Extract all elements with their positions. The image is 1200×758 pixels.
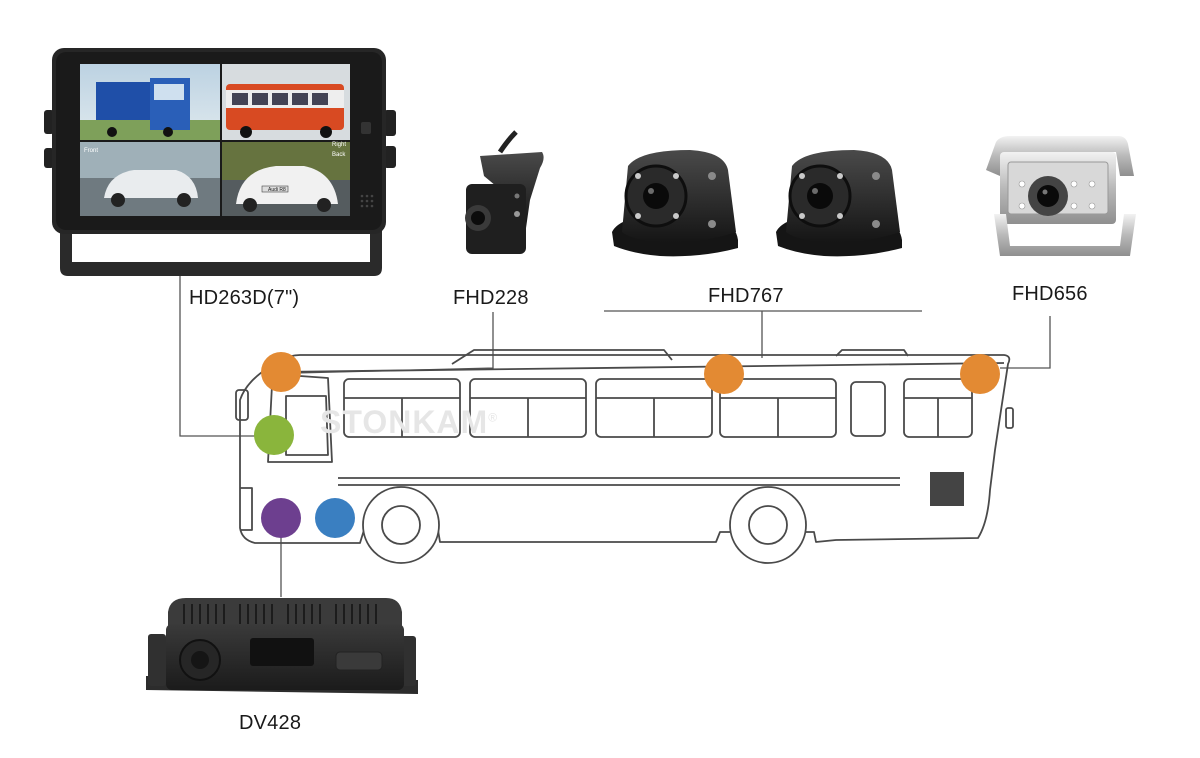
fhd228-lens <box>471 211 485 225</box>
fhd228-line <box>295 312 494 374</box>
bus-roof-line <box>275 362 1005 373</box>
fhd656-lens <box>1037 185 1059 207</box>
bus-windows <box>343 378 973 438</box>
fhd228-cable <box>497 130 518 154</box>
fhd656-label: FHD656 <box>1012 283 1088 305</box>
monitor-device: Front Right Back Audi R8 <box>44 48 396 276</box>
monitor-right-overlay: Right <box>332 142 346 148</box>
fhd767-camera-left <box>612 150 738 257</box>
dvr-display-window <box>250 638 314 666</box>
monitor-label: HD263D(7") <box>189 287 300 309</box>
fhd656-camera <box>986 136 1136 256</box>
side-camera-dot <box>704 354 744 394</box>
fhd767-camera-right <box>776 150 902 257</box>
fhd228-housing <box>466 184 526 254</box>
monitor-screen: Front Right Back Audi R8 <box>80 64 350 216</box>
connector-lines <box>179 272 1051 597</box>
bus-body <box>239 354 1011 544</box>
blue-dot <box>315 498 355 538</box>
monitor-speaker <box>360 194 374 208</box>
bus-bumper <box>240 487 253 531</box>
monitor-front-overlay: Front <box>84 148 98 154</box>
monitor-stand <box>60 225 382 276</box>
bus-wheels <box>362 486 807 564</box>
dvr-port-cover <box>335 651 383 671</box>
dvr-dot <box>261 498 301 538</box>
fhd228-label: FHD228 <box>453 287 529 309</box>
monitor-back-overlay: Back <box>332 152 346 158</box>
monitor-knob-right-2 <box>384 146 396 168</box>
fhd767-label: FHD767 <box>708 285 784 307</box>
bus-rear-vent <box>930 472 964 506</box>
fhd228-camera <box>465 130 544 254</box>
monitor-dot <box>254 415 294 455</box>
fhd656-bracket <box>994 214 1136 256</box>
monitor-knob-right-1 <box>384 110 396 136</box>
rear-camera-dot <box>960 354 1000 394</box>
bus-mirror <box>235 389 249 421</box>
fhd656-line <box>1000 316 1051 369</box>
monitor-line <box>179 272 262 437</box>
monitor-plate-overlay: Audi R8 <box>268 187 286 193</box>
bus-outline <box>235 349 1014 564</box>
brand-watermark: STONKAM® <box>320 404 498 441</box>
watermark-text: STONKAM <box>320 404 489 440</box>
front-camera-dot <box>261 352 301 392</box>
monitor-knob-left-2 <box>44 148 54 168</box>
dvr-bracket-left <box>148 634 166 686</box>
fhd656-hood <box>986 136 1134 176</box>
position-dots <box>254 352 1000 538</box>
dvr-device <box>146 598 418 694</box>
watermark-registered-mark: ® <box>488 410 499 425</box>
roof-hatch-2 <box>835 349 909 357</box>
dvr-top <box>168 598 402 626</box>
monitor-sensor <box>361 122 371 134</box>
roof-hatch-1 <box>451 349 673 365</box>
dvr-label: DV428 <box>239 712 302 734</box>
bus-rear-mirror <box>1005 407 1014 429</box>
dvr-heat-sink <box>183 604 377 624</box>
monitor-knob-left-1 <box>44 110 54 134</box>
